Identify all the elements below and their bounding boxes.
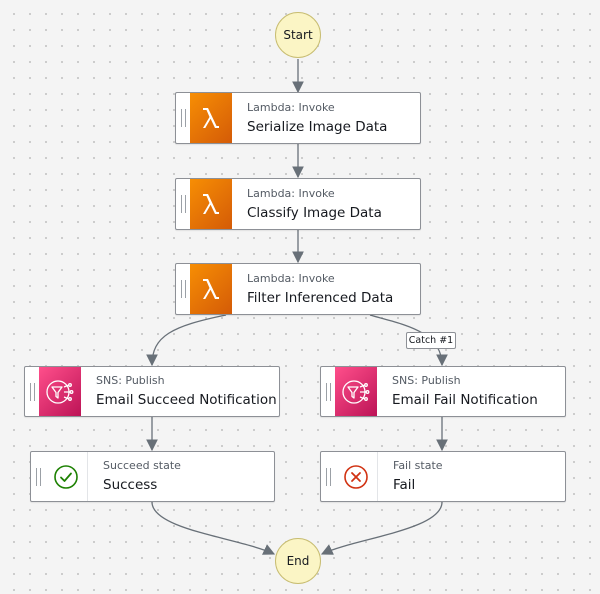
- edge-success-to-end: [151, 501, 276, 555]
- state-type-label: Lambda: Invoke: [247, 271, 335, 285]
- state-type-label: SNS: Publish: [96, 374, 165, 387]
- state-filter-inferenced-data[interactable]: Lambda: Invoke Filter Inferenced Data: [175, 263, 421, 315]
- edge-filter-to-email-succeed: [146, 314, 227, 367]
- state-type-label: Lambda: Invoke: [247, 186, 335, 200]
- state-name: Success: [103, 477, 158, 493]
- state-type-label: Lambda: Invoke: [247, 100, 335, 114]
- state-name: Email Fail Notification: [392, 392, 538, 408]
- state-name: Serialize Image Data: [247, 118, 388, 135]
- state-email-fail-notification[interactable]: SNS: Publish Email Fail Notification: [320, 366, 566, 417]
- state-success[interactable]: Succeed state Success: [30, 451, 275, 502]
- catch-label[interactable]: Catch #1: [406, 332, 456, 349]
- lambda-icon: [190, 93, 232, 143]
- drag-handle-icon[interactable]: [321, 452, 335, 501]
- drag-handle-icon[interactable]: [321, 367, 335, 416]
- drag-handle-icon[interactable]: [25, 367, 39, 416]
- drag-handle-icon[interactable]: [176, 264, 190, 314]
- drag-handle-icon[interactable]: [176, 93, 190, 143]
- drag-handle-icon[interactable]: [31, 452, 45, 501]
- x-circle-icon: [335, 452, 378, 501]
- lambda-icon: [190, 264, 232, 314]
- drag-handle-icon[interactable]: [176, 179, 190, 229]
- state-name: Email Succeed Notification: [96, 392, 277, 408]
- end-label: End: [286, 554, 310, 568]
- state-serialize-image-data[interactable]: Lambda: Invoke Serialize Image Data: [175, 92, 421, 144]
- sns-icon: [39, 367, 81, 416]
- state-name: Classify Image Data: [247, 204, 382, 221]
- state-classify-image-data[interactable]: Lambda: Invoke Classify Image Data: [175, 178, 421, 230]
- check-circle-icon: [45, 452, 88, 501]
- state-type-label: Succeed state: [103, 459, 181, 472]
- state-fail[interactable]: Fail state Fail: [320, 451, 566, 502]
- edge-fail-to-end: [320, 501, 443, 555]
- state-name: Filter Inferenced Data: [247, 289, 394, 306]
- state-type-label: Fail state: [393, 459, 443, 472]
- lambda-icon: [190, 179, 232, 229]
- state-type-label: SNS: Publish: [392, 374, 461, 387]
- start-node[interactable]: Start: [275, 12, 321, 58]
- end-node[interactable]: End: [275, 538, 321, 584]
- sns-icon: [335, 367, 377, 416]
- edge-filter-to-email-fail: [369, 314, 448, 367]
- state-email-succeed-notification[interactable]: SNS: Publish Email Succeed Notification: [24, 366, 280, 417]
- start-label: Start: [283, 28, 313, 42]
- state-name: Fail: [393, 477, 416, 493]
